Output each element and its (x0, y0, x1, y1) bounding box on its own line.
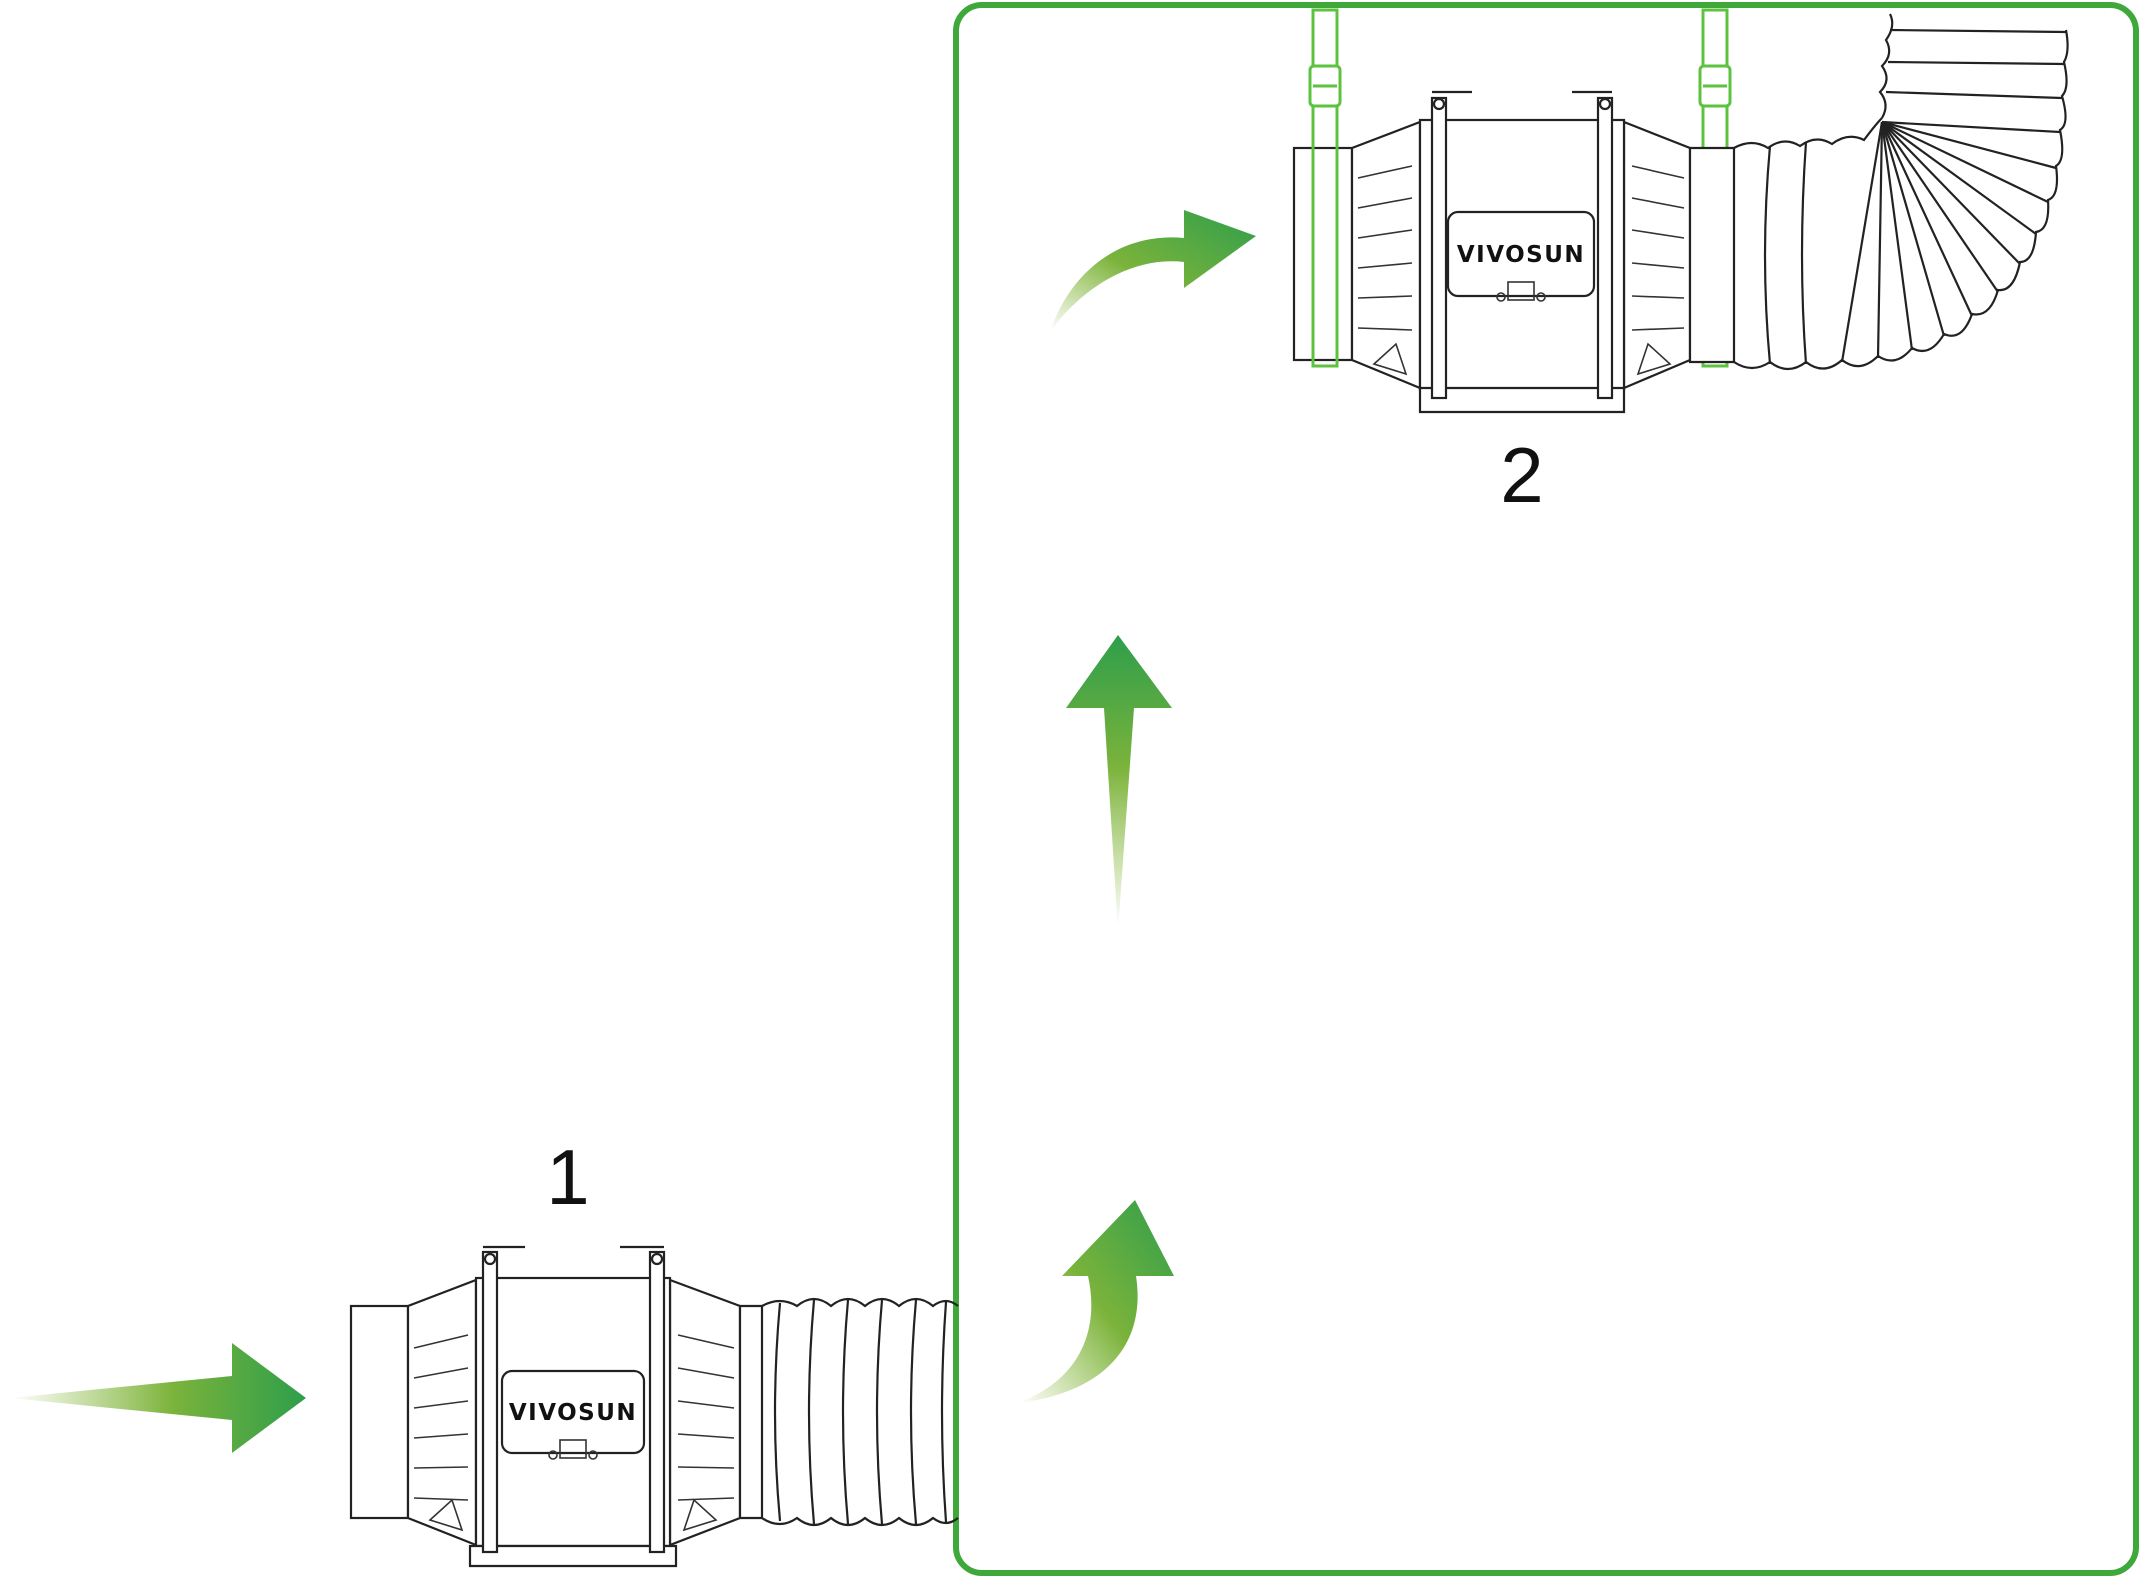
ceiling-area-frame (953, 2, 2139, 1576)
airflow-arrow-vertical (1066, 635, 1172, 930)
airflow-arrow-curve-upper (1050, 210, 1256, 332)
hanging-strap-left (1308, 8, 1342, 368)
inline-duct-fan-1: VIVOSUN (349, 1245, 742, 1568)
flexible-duct-hose-2 (1688, 13, 2069, 371)
step-label-1: 1 (546, 1133, 589, 1221)
airflow-arrow-curve-lower (1018, 1200, 1174, 1403)
fan-1-brand-logo: VIVOSUN (509, 1400, 637, 1426)
fan-2-brand-logo: VIVOSUN (1457, 242, 1585, 268)
inline-duct-fan-2: VIVOSUN (1292, 90, 1692, 414)
step-label-2: 2 (1500, 431, 1543, 519)
flexible-duct-hose-1 (738, 1297, 959, 1527)
airflow-arrow-intake (10, 1343, 306, 1453)
